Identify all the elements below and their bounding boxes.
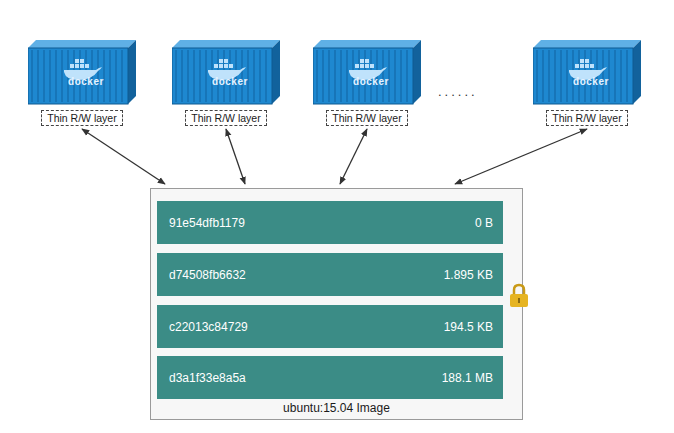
container-illustration	[533, 40, 641, 106]
lock-icon	[507, 283, 531, 309]
layer-size: 188.1 MB	[442, 371, 493, 385]
logo-text: docker	[321, 76, 421, 87]
container-illustration	[28, 40, 136, 106]
logo-text: docker	[36, 76, 136, 87]
docker-container: dockerThin R/W layer	[28, 40, 136, 126]
layer-id: d74508fb6632	[169, 268, 246, 282]
container-illustration	[172, 40, 280, 106]
ellipsis-label: ......	[438, 84, 478, 99]
connector-arrow	[82, 129, 165, 184]
layer-size: 1.895 KB	[444, 268, 493, 282]
layer-id: d3a1f33e8a5a	[169, 371, 246, 385]
image-caption: ubuntu:15.04 Image	[151, 401, 522, 415]
layer-label: Thin R/W layer	[41, 110, 122, 126]
docker-container: dockerThin R/W layer	[533, 40, 641, 126]
layer-size: 194.5 KB	[444, 320, 493, 334]
layer-id: 91e54dfb1179	[169, 216, 245, 230]
layer-id: c22013c84729	[169, 320, 248, 334]
layer-label: Thin R/W layer	[546, 110, 627, 126]
layer-size: 0 B	[475, 216, 493, 230]
connector-arrow	[455, 129, 587, 184]
image-layer: c22013c84729 194.5 KB	[157, 305, 503, 348]
logo-text: docker	[541, 76, 641, 87]
docker-container: dockerThin R/W layer	[172, 40, 280, 126]
image-layer: 91e54dfb1179 0 B	[157, 201, 503, 244]
image-box: ubuntu:15.04 Image 91e54dfb1179 0 B d74508f…	[150, 188, 523, 420]
image-layer: d3a1f33e8a5a 188.1 MB	[157, 356, 503, 399]
connector-arrow	[226, 129, 245, 184]
connector-arrow	[340, 129, 367, 184]
logo-text: docker	[180, 76, 280, 87]
docker-container: dockerThin R/W layer	[313, 40, 421, 126]
layer-label: Thin R/W layer	[326, 110, 407, 126]
container-illustration	[313, 40, 421, 106]
image-layer: d74508fb6632 1.895 KB	[157, 253, 503, 296]
layer-label: Thin R/W layer	[185, 110, 266, 126]
